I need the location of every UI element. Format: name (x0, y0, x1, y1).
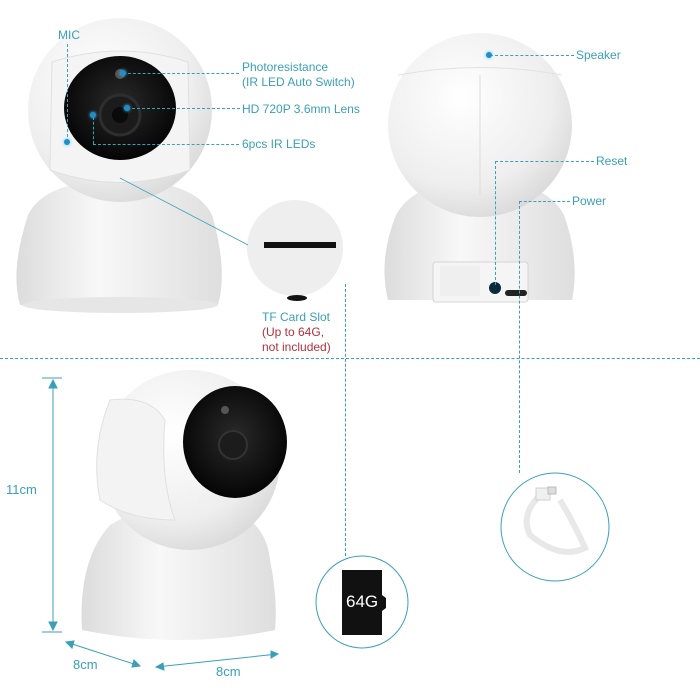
lens-label: HD 720P 3.6mm Lens (242, 102, 360, 116)
speaker-dot (486, 52, 492, 58)
usb-cable-circle (500, 472, 610, 582)
tf-card-note-line2: not included) (262, 340, 331, 354)
ir-leds-label: 6pcs IR LEDs (242, 137, 316, 151)
speaker-leader (490, 55, 574, 56)
tf-card-note-line1: (Up to 64G, (262, 325, 325, 339)
ir-leds-leader-h (93, 144, 239, 145)
dimension-camera-image (81, 370, 287, 640)
sd-card-circle (315, 555, 409, 649)
photoresistance-leader (123, 73, 239, 74)
ir-leds-dot (90, 112, 96, 118)
tf-slot-closeup-image (247, 200, 343, 301)
photoresistance-label: Photoresistance (IR LED Auto Switch) (242, 60, 355, 89)
mic-label: MIC (58, 28, 80, 42)
tf-card-slot-label: TF Card Slot (262, 310, 331, 324)
lens-leader (127, 108, 240, 109)
lens-dot (124, 105, 130, 111)
speaker-label: Speaker (576, 48, 621, 62)
dimension-lines (42, 377, 280, 671)
power-leader-v (519, 201, 520, 473)
reset-label: Reset (596, 154, 628, 168)
mic-leader (67, 44, 68, 142)
sd-card-capacity: 64G (346, 592, 379, 611)
back-camera-image (384, 33, 575, 303)
mic-dot (64, 139, 70, 145)
ir-leds-leader-v (93, 117, 94, 144)
power-leader-h (519, 201, 570, 202)
photoresistance-dot (120, 70, 126, 76)
reset-leader-v (495, 161, 496, 285)
width-dimension-label: 8cm (216, 664, 241, 679)
height-dimension-label: 11cm (6, 482, 37, 497)
section-divider (0, 358, 700, 359)
reset-leader-h (495, 161, 594, 162)
tf-card-leader (345, 284, 346, 556)
power-label: Power (572, 194, 607, 208)
depth-dimension-label: 8cm (73, 657, 98, 672)
front-camera-image (16, 18, 222, 313)
